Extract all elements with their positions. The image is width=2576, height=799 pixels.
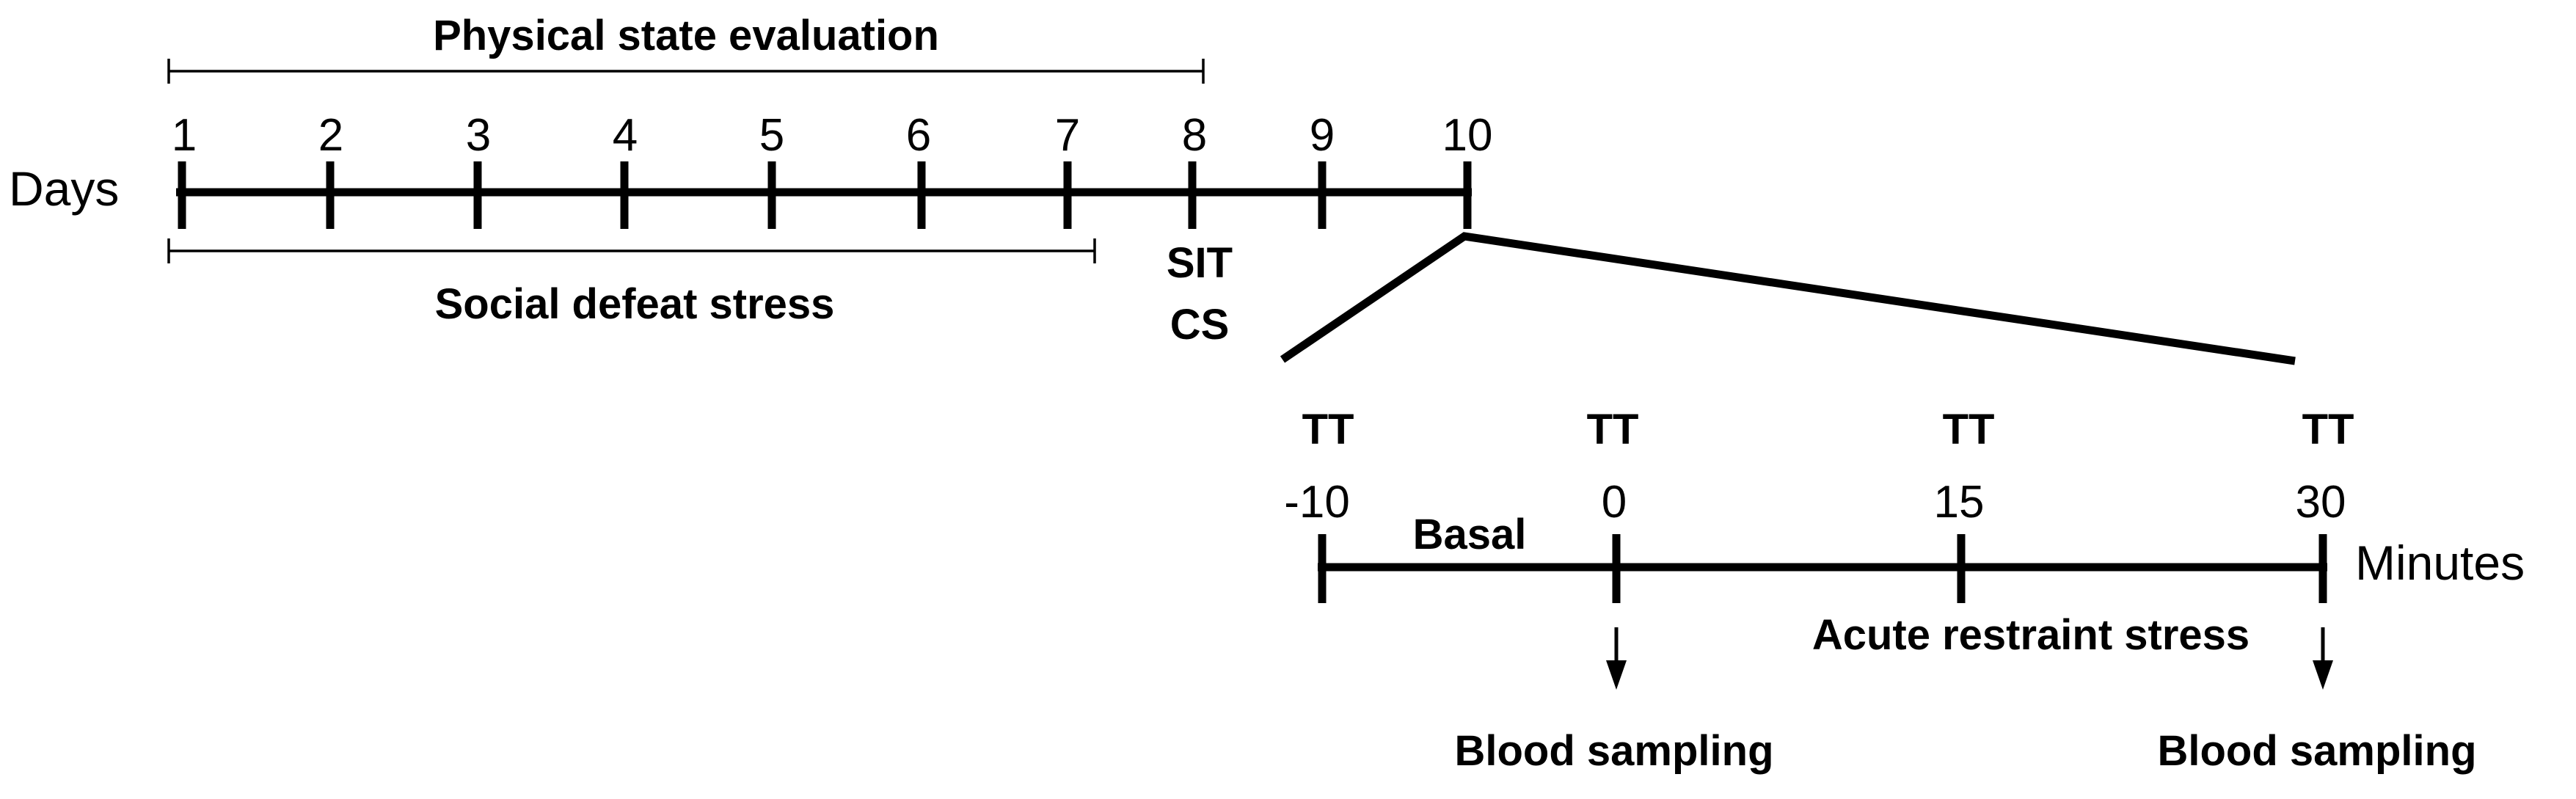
blood-sampling-label: Blood sampling [2158, 727, 2477, 775]
tt-label: TT [2302, 406, 2354, 453]
basal-label: Basal [1413, 511, 1527, 558]
physical-state-bracket [167, 59, 1205, 84]
day-tick-label: 10 [1442, 110, 1493, 161]
minute-tick-label: -10 [1284, 477, 1350, 528]
day-tick-label: 3 [466, 110, 491, 161]
social-defeat-label: Social defeat stress [435, 280, 835, 328]
tt-label: TT [1943, 406, 1995, 453]
day-tick-label: 6 [906, 110, 931, 161]
day-tick-labels: 1 2 3 4 5 6 7 8 9 10 [172, 110, 1493, 161]
arrow-down-icon [1606, 627, 1627, 690]
blood-sampling-label: Blood sampling [1455, 727, 1774, 775]
acute-restraint-label: Acute restraint stress [1812, 611, 2250, 659]
day-tick-label: 9 [1310, 110, 1335, 161]
physical-state-label: Physical state evaluation [433, 12, 939, 59]
minutes-axis-label: Minutes [2355, 536, 2525, 590]
day-ticks [178, 161, 1472, 229]
zoom-lines [1280, 232, 2296, 365]
day-tick-label: 2 [318, 110, 343, 161]
minute-tick-label: 30 [2296, 477, 2346, 528]
tt-label: TT [1302, 406, 1354, 453]
day-tick-label: 4 [613, 110, 638, 161]
sit-label: SIT [1167, 239, 1233, 287]
day-tick-label: 5 [759, 110, 784, 161]
tt-label: TT [1587, 406, 1639, 453]
minute-tick-label: 15 [1934, 477, 1985, 528]
social-defeat-bracket [167, 238, 1096, 263]
minute-tick-label: 0 [1602, 477, 1627, 528]
minutes-timeline: TT TT TT TT -10 0 15 30 Basal Minutes Ac… [1284, 406, 2525, 775]
days-timeline: Physical state evaluation Days 1 2 3 4 5… [9, 12, 1492, 349]
arrow-down-icon [2313, 627, 2333, 690]
day-tick-label: 8 [1182, 110, 1207, 161]
day-tick-label: 1 [172, 110, 197, 161]
day-tick-label: 7 [1055, 110, 1080, 161]
cs-label: CS [1170, 301, 1230, 349]
days-axis-label: Days [9, 161, 119, 216]
